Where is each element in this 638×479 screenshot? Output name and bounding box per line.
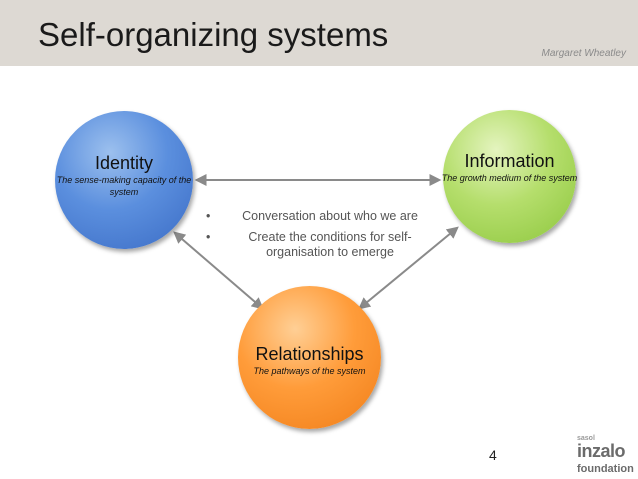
logo-sasol-text: sasol (577, 435, 595, 442)
relationships-circle (238, 286, 381, 429)
bullet-list: • Conversation about who we are • Create t… (202, 209, 432, 266)
bullet-text: Create the conditions for self-organisat… (248, 230, 412, 259)
relationships-title: Relationships (255, 344, 364, 364)
bullet-item: • Conversation about who we are (202, 209, 432, 224)
bullet-dot-icon: • (206, 209, 211, 223)
logo-name: inzalo (577, 441, 626, 462)
logo-sub-text: foundation (577, 463, 634, 475)
information-subtitle: The growth medium of the system (441, 173, 578, 183)
information-label-group: Information The growth medium of the sys… (438, 151, 581, 184)
identity-subtitle: The sense-making capacity of the system (56, 175, 192, 197)
relationships-subtitle: The pathways of the system (253, 366, 366, 376)
header-band (0, 0, 638, 66)
identity-label-group: Identity The sense-making capacity of th… (55, 153, 193, 198)
page-number: 4 (489, 447, 497, 463)
foundation-logo: sasol inzalo foundation (575, 435, 635, 479)
information-title: Information (464, 151, 555, 171)
author-credit: Margaret Wheatley (541, 48, 626, 59)
bullet-item: • Create the conditions for self-organisa… (202, 230, 432, 260)
information-circle (443, 110, 576, 243)
identity-circle (55, 111, 193, 249)
arrow-identity-relationships (173, 231, 264, 310)
logo-name-text: inzalo (577, 441, 626, 461)
bullet-text: Conversation about who we are (242, 209, 418, 223)
arrow-information-relationships (358, 226, 459, 310)
relationships-label-group: Relationships The pathways of the system (238, 344, 381, 377)
bullet-dot-icon: • (206, 230, 211, 244)
slide-title: Self-organizing systems (38, 16, 389, 53)
identity-title: Identity (94, 153, 154, 173)
